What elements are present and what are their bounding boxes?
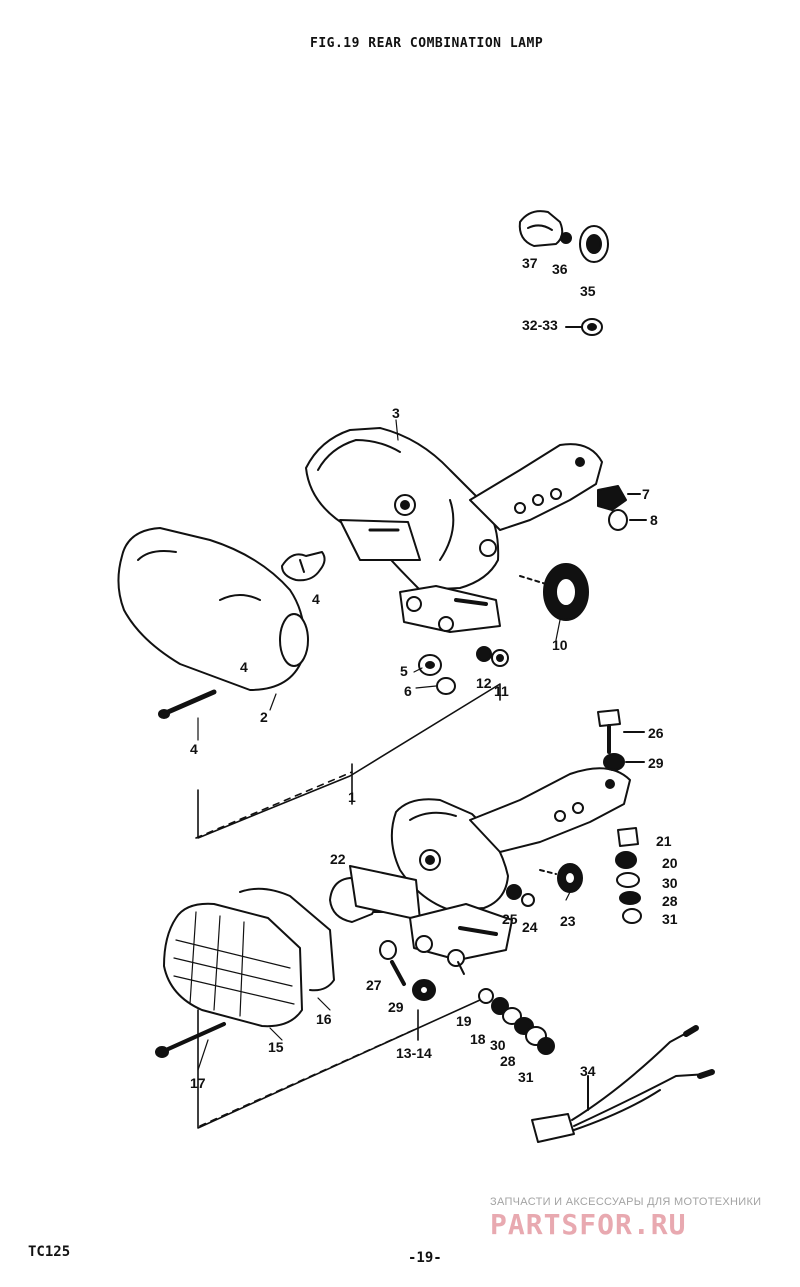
page-number: -19- [408,1250,442,1266]
callout-6: 6 [404,683,412,699]
callout-34: 34 [580,1063,596,1079]
callout-4-bulb: 4 [312,591,320,607]
callout-19: 19 [456,1013,472,1029]
washer-part-29-lower [412,979,436,1001]
upper-mounting-bracket [469,443,603,531]
watermark-caption: ЗАПЧАСТИ И АКСЕССУАРЫ ДЛЯ МОТОТЕХНИКИ [490,1196,762,1208]
grommet-part-35 [579,225,609,263]
callout-4-screw: 4 [190,741,198,757]
callout-32-33: 32-33 [522,317,558,333]
nut-part-20 [615,851,637,869]
callout-18: 18 [470,1031,486,1047]
screw-part-4-lower [158,689,217,719]
assembly-bracket-line-1 [195,683,501,839]
lower-mounting-bracket [469,767,631,853]
callout-29-lower: 29 [388,999,404,1015]
callout-31-right: 31 [662,911,678,927]
callout-21: 21 [656,833,672,849]
washer-part-29-upper [603,753,645,771]
callout-16: 16 [316,1011,332,1027]
callout-15: 15 [268,1039,284,1055]
figure-title: FIG.19 REAR COMBINATION LAMP [310,36,544,51]
grommet-part-23 [539,863,583,893]
leader-lines [197,419,571,1071]
grommet-part-10 [519,563,589,621]
callout-7: 7 [642,486,650,502]
screw-part-17 [155,1022,226,1058]
washer-part-36 [560,232,572,244]
cap-part-21 [617,827,639,847]
bolt-part-26 [597,709,645,754]
watermark-logo: PARTSFOR.RU [490,1208,687,1241]
callout-30-lower: 30 [490,1037,506,1053]
bulb-part-4-upper [281,551,326,582]
nut-part-31-right [622,908,642,924]
callout-1: 1 [348,789,356,805]
callout-5: 5 [400,663,408,679]
cap-part-8 [608,509,647,531]
grommet-lower-left [379,940,397,960]
washer-part-30-right [616,872,640,888]
callout-27: 27 [366,977,382,993]
callout-12: 12 [476,675,492,691]
washer-part-12 [476,646,492,662]
lower-socket-plate [349,865,513,975]
plate-bracket-upper [399,585,501,633]
lower-lens-part-15 [163,902,303,1028]
callout-28-right: 28 [662,893,678,909]
callout-23: 23 [560,913,576,929]
callout-26: 26 [648,725,664,741]
callout-31-lower: 31 [518,1069,534,1085]
callout-3: 3 [392,405,400,421]
callout-20: 20 [662,855,678,871]
nut-part-6 [436,677,456,695]
callout-11: 11 [494,683,509,699]
callout-24: 24 [522,919,538,935]
washer-part-5 [418,654,442,676]
lower-nut-stack-19-31 [478,988,555,1055]
callout-17: 17 [190,1075,206,1091]
socket-part-37 [518,210,564,247]
upper-lamp-housing-part-3 [305,427,500,591]
callout-37: 37 [522,255,538,271]
callout-25: 25 [502,911,518,927]
callout-4-lens: 4 [240,659,248,675]
callout-28-lower: 28 [500,1053,516,1069]
washers-part-24-25 [506,884,535,907]
callout-10: 10 [552,637,568,653]
nut-part-32-33 [565,318,603,336]
callout-30-right: 30 [662,875,678,891]
gasket-part-16 [239,887,335,992]
bolt-part-27 [390,960,406,986]
washer-part-28-right [619,891,641,905]
callout-36: 36 [552,261,568,277]
model-code: TC125 [28,1244,71,1260]
callout-22: 22 [330,851,346,867]
callout-8: 8 [650,512,658,528]
callout-29-upper: 29 [648,755,664,771]
nut-part-7 [597,485,641,511]
callout-35: 35 [580,283,596,299]
callout-2: 2 [260,709,268,725]
assembly-bracket-line-lower [197,999,481,1129]
nut-part-11 [491,649,509,667]
wiring-harness-part-34 [531,1025,715,1143]
callout-13-14: 13-14 [396,1045,432,1061]
upper-lens-part-2 [117,527,309,691]
